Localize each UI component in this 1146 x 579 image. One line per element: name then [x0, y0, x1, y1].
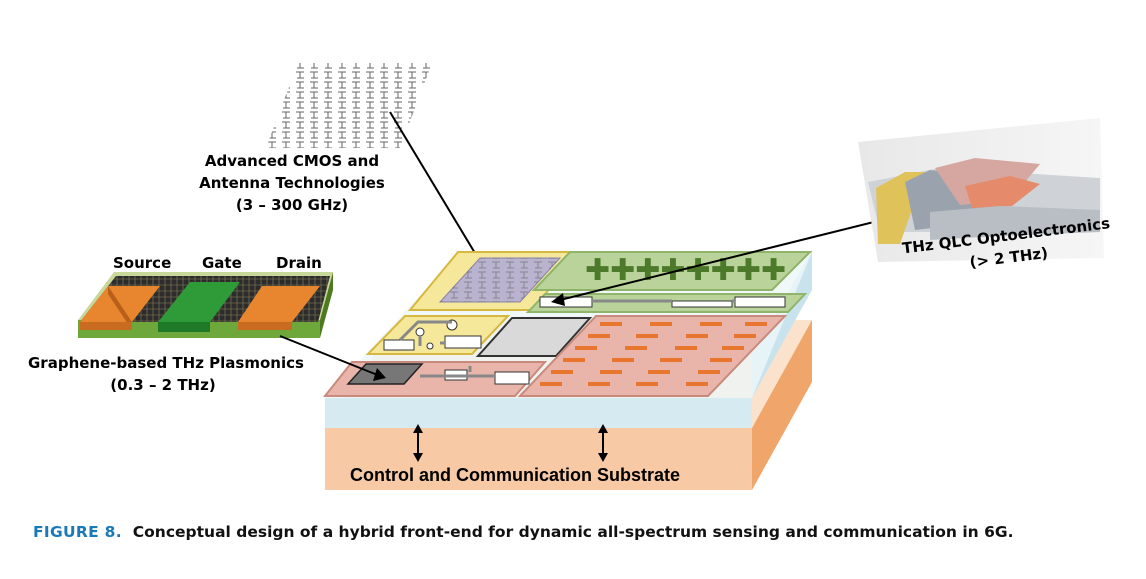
qlc-pointer-line — [559, 217, 891, 301]
cmos-pointer-line — [389, 111, 491, 279]
substrate-label: Control and Communication Substrate — [349, 465, 680, 485]
cmos-label-line3: (3 – 300 GHz) — [235, 196, 349, 214]
source-label: Source — [113, 254, 172, 272]
graphene-tile — [322, 361, 548, 397]
graphene-label-line2: (0.3 – 2 THz) — [110, 376, 216, 394]
double-arrow-icon — [413, 424, 423, 462]
graphene-fet-icon — [78, 272, 333, 338]
antenna-tile — [407, 251, 583, 311]
figure-caption: FIGURE 8. Conceptual design of a hybrid … — [33, 523, 1013, 541]
figure-caption-tag: FIGURE 8. — [33, 523, 122, 541]
graphene-pointer-arrowhead — [373, 368, 386, 381]
cmos-label-line1: Advanced CMOS and — [204, 152, 380, 170]
graphene-label-line1: Graphene-based THz Plasmonics — [28, 354, 304, 372]
graphene-pointer-line — [279, 335, 381, 377]
cmos-label: Advanced CMOS and Antenna Technologies (… — [192, 150, 392, 216]
qlc-tile: ✚✚✚✚✚✚✚✚ — [525, 251, 813, 313]
gate-label: Gate — [202, 254, 242, 272]
svg-text:✚✚✚✚✚✚✚✚: ✚✚✚✚✚✚✚✚ — [585, 253, 786, 288]
cmos-label-line2: Antenna Technologies — [199, 174, 385, 192]
circuit-tile — [365, 315, 511, 355]
double-arrow-icon — [598, 424, 608, 462]
processor-tile — [475, 317, 593, 357]
fractal-antenna-icon — [266, 63, 432, 148]
graphene-label: Graphene-based THz Plasmonics (0.3 – 2 T… — [28, 352, 304, 396]
qlc-pointer-arrowhead — [551, 293, 565, 306]
drain-label: Drain — [276, 254, 322, 272]
qlc-photo-icon — [858, 118, 1104, 262]
plasmonic-tile — [517, 315, 788, 397]
figure-caption-text: Conceptual design of a hybrid front-end … — [132, 523, 1014, 541]
